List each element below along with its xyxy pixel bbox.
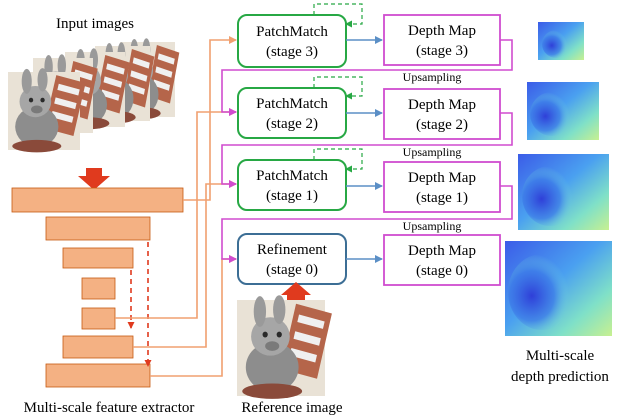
feature-output-stage-1 xyxy=(45,363,151,388)
upsampling-label-1: Upsampling xyxy=(403,70,462,84)
iteration-loop-stage-3 xyxy=(313,3,363,28)
patchmatch-box-stage-3 xyxy=(237,14,347,68)
input-images-caption: Input images xyxy=(56,16,134,32)
module-title-stage-0: Refinement xyxy=(257,242,328,258)
down-arrow-to-extractor xyxy=(78,168,110,190)
connector-stage-2 xyxy=(115,108,237,319)
feature-extractor-caption: Multi-scale feature extractor xyxy=(24,400,195,416)
module-stage-label-3: (stage 3) xyxy=(266,44,318,60)
reference-image xyxy=(237,295,332,399)
reference-image-caption: Reference image xyxy=(241,400,343,416)
module-title-stage-3: PatchMatch xyxy=(256,24,328,40)
iteration-loop-stage-2 xyxy=(313,76,363,100)
patchmatch-box-stage-1 xyxy=(237,159,347,211)
depth-stage-label-2: (stage 2) xyxy=(416,117,468,133)
feature-output-stage-2 xyxy=(62,335,134,359)
feature-level-2 xyxy=(45,216,151,241)
depth-prediction-stage-1 xyxy=(518,154,609,230)
upsampling-label-3: Upsampling xyxy=(403,219,462,233)
depth-prediction-caption-line-1: Multi-scale xyxy=(526,348,595,364)
up-arrow-reference xyxy=(281,282,311,303)
feature-pyramid xyxy=(11,187,184,388)
depth-map-box-stage-1 xyxy=(383,161,501,213)
depth-prediction-stage-0 xyxy=(505,241,612,336)
connector-stage-1 xyxy=(133,180,237,348)
connector-stage-3 xyxy=(183,36,237,201)
upsampling-label-2: Upsampling xyxy=(403,145,462,159)
module-title-stage-1: PatchMatch xyxy=(256,168,328,184)
module-stage-label-2: (stage 2) xyxy=(266,116,318,132)
depth-prediction-stage-3 xyxy=(538,22,584,60)
feature-level-3 xyxy=(62,247,134,269)
iteration-loop-stage-1 xyxy=(313,148,363,173)
depth-prediction-stage-2 xyxy=(527,82,599,140)
upsampling-connector-2-to-1 xyxy=(221,112,513,188)
depth-map-box-stage-3 xyxy=(383,14,501,66)
depth-stage-label-1: (stage 1) xyxy=(416,190,468,206)
module-stage-label-0: (stage 0) xyxy=(266,262,318,278)
feature-level-1 xyxy=(11,187,184,213)
depth-title-stage-1: Depth Map xyxy=(408,170,476,186)
upsampling-connector-3-to-2 xyxy=(221,39,513,116)
depth-title-stage-0: Depth Map xyxy=(408,243,476,259)
module-stage-label-1: (stage 1) xyxy=(266,188,318,204)
depth-title-stage-2: Depth Map xyxy=(408,97,476,113)
depth-stage-label-0: (stage 0) xyxy=(416,263,468,279)
feature-output-stage-3 xyxy=(81,307,116,330)
depth-map-box-stage-0 xyxy=(383,234,501,286)
input-image-stack xyxy=(8,38,180,153)
depth-stage-label-3: (stage 3) xyxy=(416,43,468,59)
depth-title-stage-3: Depth Map xyxy=(408,23,476,39)
module-title-stage-2: PatchMatch xyxy=(256,96,328,112)
depth-map-box-stage-2 xyxy=(383,88,501,140)
depth-prediction-caption-line-2: depth prediction xyxy=(511,369,609,385)
feature-level-4 xyxy=(81,277,116,300)
upsampling-connector-1-to-0 xyxy=(221,185,513,263)
